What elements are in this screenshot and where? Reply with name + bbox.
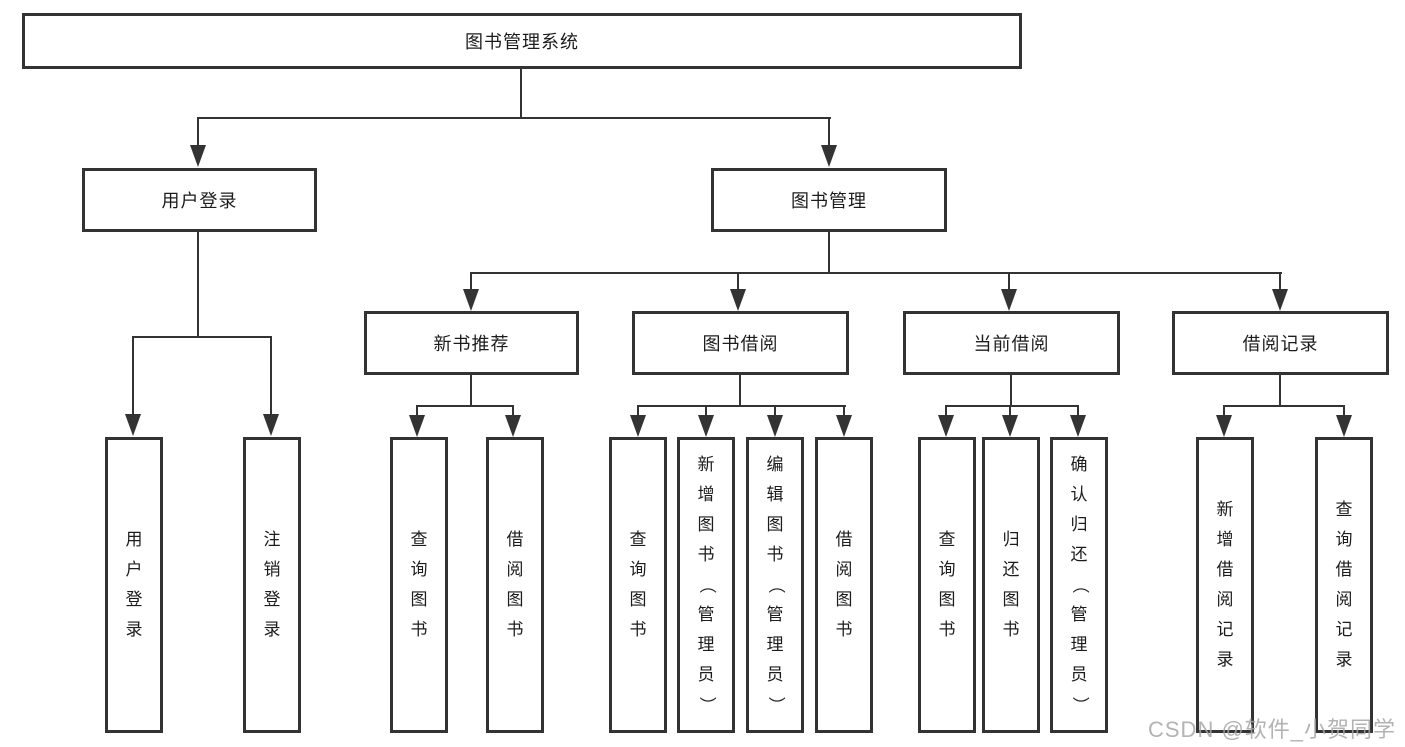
node-leaf-nbr-borrow-book-label: 借阅图书	[506, 530, 524, 639]
arrow-down	[1002, 415, 1018, 437]
arrow-down	[630, 415, 646, 437]
arrow-down	[1336, 415, 1352, 437]
connector-userlogin-hline	[132, 336, 272, 338]
connector-level3-hline	[470, 272, 1282, 274]
node-leaf-bb-edit-book-admin-label: 编辑图书（管理员）	[766, 455, 785, 714]
node-leaf-user-login-label: 用户登录	[125, 530, 143, 639]
connector-arrow-stem	[843, 405, 845, 417]
node-new-book-recommend: 新书推荐	[364, 311, 579, 375]
connector-arrow-stem	[945, 405, 947, 417]
connector-arrow-stem	[512, 405, 514, 417]
connector-arrow-stem	[470, 272, 472, 292]
node-leaf-br-query-record-label: 查询借阅记录	[1335, 500, 1353, 669]
connector-hline	[416, 405, 514, 407]
arrow-down	[1001, 289, 1017, 311]
node-user-login-label: 用户登录	[161, 191, 238, 211]
connector-arrow-stem	[1343, 405, 1345, 417]
connector-arrow-stem	[737, 272, 739, 292]
connector-arrow-stem	[637, 405, 639, 417]
arrow-down	[505, 415, 521, 437]
node-leaf-logout-label: 注销登录	[263, 530, 281, 639]
arrow-down	[463, 289, 479, 311]
connector-arrow-stem	[197, 117, 199, 147]
node-leaf-nbr-borrow-book: 借阅图书	[486, 437, 544, 733]
node-current-borrow-label: 当前借阅	[973, 334, 1050, 354]
node-leaf-logout: 注销登录	[243, 437, 301, 733]
node-root: 图书管理系统	[22, 13, 1022, 69]
node-leaf-user-login: 用户登录	[105, 437, 163, 733]
connector-stem	[739, 375, 741, 405]
connector-arrow-stem	[1009, 405, 1011, 417]
node-leaf-br-add-record-label: 新增借阅记录	[1216, 500, 1234, 669]
connector-root-stem	[520, 69, 522, 117]
connector-userlogin-stem	[197, 232, 199, 336]
connector-arrow-stem	[1223, 405, 1225, 417]
connector-arrow-stem	[416, 405, 418, 417]
node-user-login: 用户登录	[82, 168, 317, 232]
node-leaf-br-query-record: 查询借阅记录	[1315, 437, 1373, 733]
arrow-down	[125, 414, 141, 436]
node-leaf-cb-confirm-return-admin-label: 确认归还（管理员）	[1070, 455, 1089, 714]
connector-arrow-stem	[828, 117, 830, 147]
connector-hline	[637, 405, 846, 407]
arrow-down	[409, 415, 425, 437]
arrow-down	[698, 415, 714, 437]
connector-arrow-stem	[774, 405, 776, 417]
connector-stem	[470, 375, 472, 405]
connector-arrow-stem	[705, 405, 707, 417]
csdn-watermark: CSDN @软件_小贺同学	[1148, 717, 1397, 742]
node-leaf-bb-borrow-book: 借阅图书	[815, 437, 873, 733]
connector-stem	[1279, 375, 1281, 405]
arrow-down	[938, 415, 954, 437]
node-leaf-cb-return-book-label: 归还图书	[1002, 530, 1020, 639]
arrow-down	[767, 415, 783, 437]
node-book-management: 图书管理	[711, 168, 947, 232]
arrow-down	[1070, 415, 1086, 437]
connector-bookmgmt-stem	[828, 232, 830, 272]
arrow-down	[730, 289, 746, 311]
node-leaf-bb-borrow-book-label: 借阅图书	[835, 530, 853, 639]
connector-arrow-stem	[270, 336, 272, 416]
connector-hline	[1223, 405, 1345, 407]
node-leaf-bb-query-book: 查询图书	[609, 437, 667, 733]
arrow-down	[190, 145, 206, 167]
node-leaf-cb-query-book: 查询图书	[918, 437, 976, 733]
node-new-book-recommend-label: 新书推荐	[433, 334, 510, 354]
node-leaf-bb-query-book-label: 查询图书	[629, 530, 647, 639]
arrow-down	[1216, 415, 1232, 437]
connector-arrow-stem	[1077, 405, 1079, 417]
node-book-borrow-label: 图书借阅	[702, 334, 779, 354]
node-leaf-bb-edit-book-admin: 编辑图书（管理员）	[746, 437, 804, 733]
node-leaf-nbr-query-book-label: 查询图书	[410, 530, 428, 639]
node-leaf-cb-return-book: 归还图书	[982, 437, 1040, 733]
node-current-borrow: 当前借阅	[903, 311, 1120, 375]
node-leaf-cb-query-book-label: 查询图书	[938, 530, 956, 639]
connector-stem	[1010, 375, 1012, 405]
connector-level1-hline	[197, 117, 831, 119]
node-book-management-label: 图书管理	[791, 191, 867, 211]
connector-hline	[945, 405, 1079, 407]
node-borrow-record-label: 借阅记录	[1242, 334, 1319, 354]
node-book-borrow: 图书借阅	[632, 311, 849, 375]
connector-arrow-stem	[1008, 272, 1010, 292]
node-leaf-br-add-record: 新增借阅记录	[1196, 437, 1254, 733]
node-borrow-record: 借阅记录	[1172, 311, 1389, 375]
connector-arrow-stem	[132, 336, 134, 416]
arrow-down	[836, 415, 852, 437]
arrow-down	[263, 414, 279, 436]
arrow-down	[821, 145, 837, 167]
node-leaf-bb-add-book-admin-label: 新增图书（管理员）	[697, 455, 716, 714]
node-root-label: 图书管理系统	[465, 32, 579, 52]
node-leaf-nbr-query-book: 查询图书	[390, 437, 448, 733]
node-leaf-bb-add-book-admin: 新增图书（管理员）	[677, 437, 735, 733]
connector-arrow-stem	[1279, 272, 1281, 292]
arrow-down	[1272, 289, 1288, 311]
node-leaf-cb-confirm-return-admin: 确认归还（管理员）	[1050, 437, 1108, 733]
